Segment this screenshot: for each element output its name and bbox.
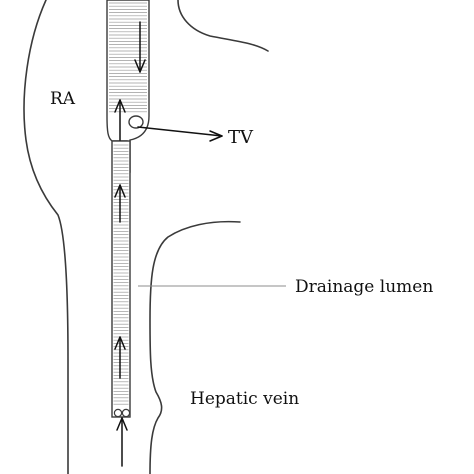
flow-arrow-up-icon bbox=[116, 417, 128, 467]
catheter-stripes-upper bbox=[109, 2, 147, 113]
atrium-upper-right-wall bbox=[177, 0, 269, 52]
right-atrium-wall bbox=[23, 0, 69, 474]
vessel-outline bbox=[23, 0, 269, 474]
ivc-right-wall bbox=[149, 220, 241, 474]
flow-arrows bbox=[114, 21, 223, 467]
catheter-stripes-lower bbox=[113, 144, 129, 405]
tv-label: TV bbox=[228, 127, 254, 148]
hepatic-vein-label: Hepatic vein bbox=[190, 389, 299, 409]
drainage-lumen-label: Drainage lumen bbox=[295, 277, 433, 297]
flow-arrow-up-icon bbox=[114, 99, 126, 141]
flow-arrow-down-icon bbox=[134, 21, 146, 73]
ra-label: RA bbox=[50, 89, 76, 109]
catheter bbox=[106, 0, 150, 418]
flow-arrow-up-icon bbox=[114, 336, 126, 379]
catheter-tip-hole-right bbox=[121, 408, 131, 418]
catheter-tip-hole-left bbox=[113, 408, 123, 418]
flow-arrow-up-icon bbox=[114, 184, 126, 223]
catheter-lower-shaft bbox=[111, 140, 131, 418]
catheter-side-hole bbox=[128, 115, 144, 129]
tv-pointer-arrow-icon bbox=[137, 126, 223, 142]
